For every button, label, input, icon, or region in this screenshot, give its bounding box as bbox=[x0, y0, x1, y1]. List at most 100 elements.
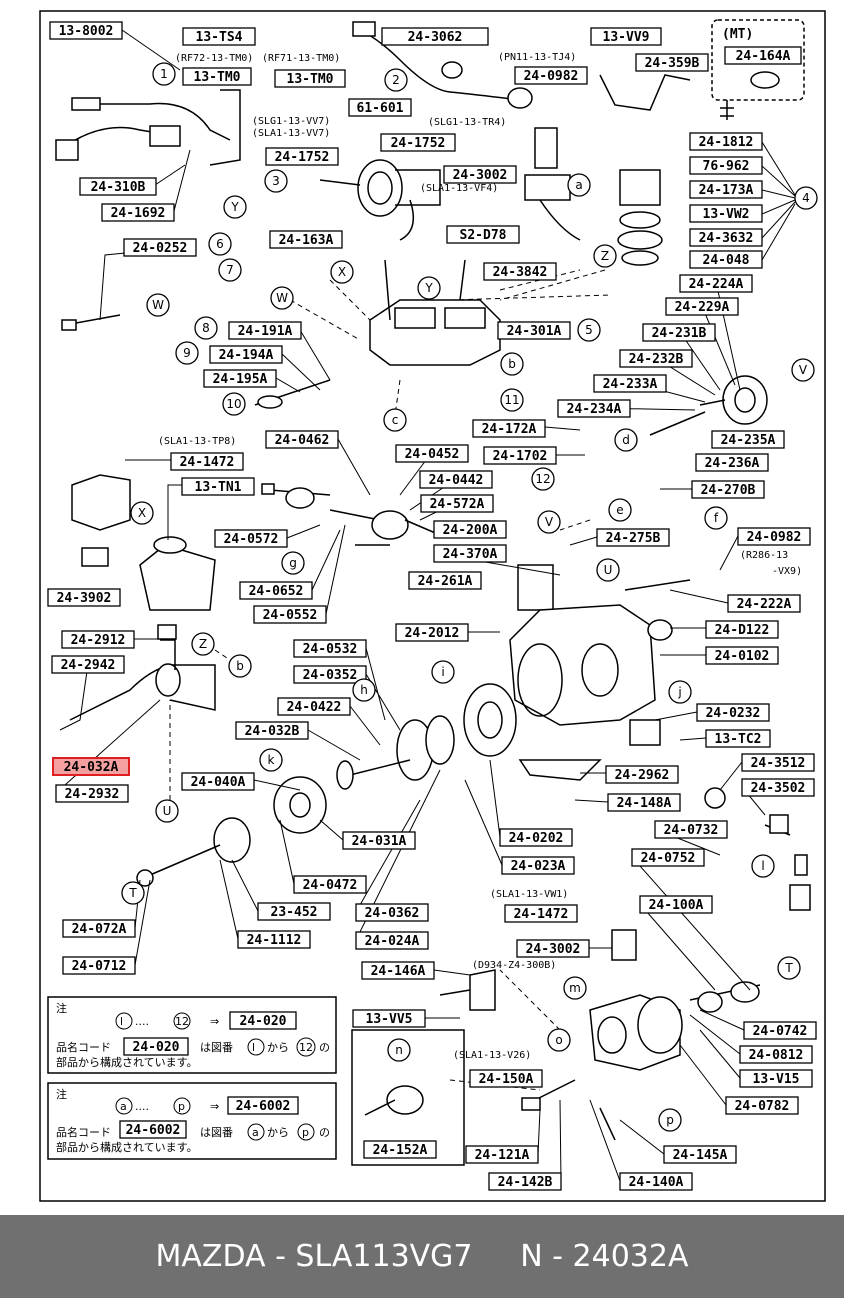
part-label[interactable]: 24-0202 bbox=[499, 828, 573, 847]
part-label[interactable]: 13-TN1 bbox=[181, 477, 255, 496]
part-label[interactable]: 24-0442 bbox=[419, 470, 493, 489]
part-label[interactable]: 24-2012 bbox=[395, 623, 469, 642]
part-label[interactable]: 24-310B bbox=[79, 177, 157, 196]
part-label[interactable]: 24-0982 bbox=[514, 66, 588, 85]
part-label[interactable]: 24-234A bbox=[557, 399, 631, 418]
part-label[interactable]: 24-024A bbox=[355, 931, 429, 950]
part-label[interactable]: 13-VV5 bbox=[352, 1009, 426, 1028]
part-label[interactable]: 24-191A bbox=[228, 321, 302, 340]
part-label[interactable]: 24-0232 bbox=[696, 703, 770, 722]
part-label[interactable]: 24-270B bbox=[691, 480, 765, 499]
part-label[interactable]: 24-0362 bbox=[355, 903, 429, 922]
part-label[interactable]: 24-172A bbox=[472, 419, 546, 438]
part-label[interactable]: 24-1812 bbox=[689, 132, 763, 151]
part-label[interactable]: 24-0572 bbox=[214, 529, 288, 548]
part-label[interactable]: 24-359B bbox=[635, 53, 709, 72]
part-label[interactable]: 24-032B bbox=[235, 721, 309, 740]
part-label[interactable]: 24-1472 bbox=[170, 452, 244, 471]
part-label[interactable]: 24-0742 bbox=[743, 1021, 817, 1040]
part-label[interactable]: 24-100A bbox=[639, 895, 713, 914]
part-label[interactable]: 24-3062 bbox=[381, 27, 489, 46]
part-label[interactable]: 24-0472 bbox=[293, 875, 367, 894]
part-label[interactable]: 24-020 bbox=[229, 1011, 297, 1030]
part-label[interactable]: 24-1692 bbox=[101, 203, 175, 222]
part-label[interactable]: 13-V15 bbox=[739, 1069, 813, 1088]
part-label[interactable]: 24-0252 bbox=[123, 238, 197, 257]
part-label[interactable]: 61-601 bbox=[348, 98, 412, 117]
part-label[interactable]: 24-301A bbox=[497, 321, 571, 340]
part-label[interactable]: 24-194A bbox=[209, 345, 283, 364]
part-label[interactable]: 24-1112 bbox=[237, 930, 311, 949]
part-label[interactable]: 24-2932 bbox=[55, 784, 129, 803]
part-label[interactable]: 23-452 bbox=[257, 902, 331, 921]
part-label[interactable]: 24-0812 bbox=[739, 1045, 813, 1064]
part-label[interactable]: 24-0982 bbox=[737, 527, 811, 546]
part-label[interactable]: 24-229A bbox=[665, 297, 739, 316]
part-label[interactable]: 24-200A bbox=[433, 520, 507, 539]
part-label[interactable]: 24-0462 bbox=[265, 430, 339, 449]
part-label[interactable]: 24-146A bbox=[361, 961, 435, 980]
part-label[interactable]: 24-3002 bbox=[516, 939, 590, 958]
part-label[interactable]: 13-TS4 bbox=[182, 27, 256, 46]
part-label[interactable]: 24-235A bbox=[711, 430, 785, 449]
part-label[interactable]: 24-3842 bbox=[483, 262, 557, 281]
part-label[interactable]: 24-0732 bbox=[654, 820, 728, 839]
highlighted-part-label[interactable]: 24-032A bbox=[52, 757, 130, 776]
part-label[interactable]: 24-232B bbox=[619, 349, 693, 368]
part-label[interactable]: 24-370A bbox=[433, 544, 507, 563]
part-label[interactable]: 24-3502 bbox=[741, 778, 815, 797]
part-label[interactable]: 24-0782 bbox=[725, 1096, 799, 1115]
part-label[interactable]: 24-1702 bbox=[483, 446, 557, 465]
part-label[interactable]: 24-148A bbox=[607, 793, 681, 812]
part-label[interactable]: 24-222A bbox=[727, 594, 801, 613]
part-label[interactable]: 24-040A bbox=[181, 772, 255, 791]
part-label[interactable]: 24-031A bbox=[342, 831, 416, 850]
part-label[interactable]: 24-048 bbox=[689, 250, 763, 269]
part-label[interactable]: 24-195A bbox=[203, 369, 277, 388]
part-label[interactable]: 24-0712 bbox=[62, 956, 136, 975]
part-label[interactable]: 24-1752 bbox=[265, 147, 339, 166]
part-label[interactable]: 76-962 bbox=[689, 156, 763, 175]
part-label[interactable]: 24-0422 bbox=[277, 697, 351, 716]
part-label[interactable]: 13-TM0 bbox=[182, 67, 252, 86]
part-label[interactable]: S2-D78 bbox=[446, 225, 520, 244]
part-label[interactable]: 24-233A bbox=[593, 374, 667, 393]
part-label[interactable]: 24-023A bbox=[501, 856, 575, 875]
part-label[interactable]: 13-TM0 bbox=[274, 69, 346, 88]
part-label[interactable]: 24-1752 bbox=[380, 133, 456, 152]
part-label[interactable]: 24-224A bbox=[679, 274, 753, 293]
part-label[interactable]: 24-3002 bbox=[443, 165, 517, 184]
part-label[interactable]: 13-VW2 bbox=[689, 204, 763, 223]
part-label[interactable]: 24-3632 bbox=[689, 228, 763, 247]
part-label[interactable]: 24-145A bbox=[663, 1145, 737, 1164]
part-label[interactable]: 24-261A bbox=[408, 571, 482, 590]
part-label[interactable]: 24-0352 bbox=[293, 665, 367, 684]
part-label[interactable]: 24-3902 bbox=[47, 588, 121, 607]
part-label[interactable]: 24-152A bbox=[363, 1140, 437, 1159]
part-label[interactable]: 24-163A bbox=[269, 230, 343, 249]
part-label[interactable]: 24-D122 bbox=[705, 620, 779, 639]
part-label[interactable]: 13-8002 bbox=[49, 21, 123, 40]
part-label[interactable]: 24-6002 bbox=[227, 1096, 299, 1115]
part-label[interactable]: 24-0752 bbox=[631, 848, 705, 867]
part-label[interactable]: 24-2912 bbox=[61, 630, 135, 649]
part-label[interactable]: 24-0532 bbox=[293, 639, 367, 658]
part-label[interactable]: 24-0452 bbox=[395, 444, 469, 463]
part-label[interactable]: 24-3512 bbox=[741, 753, 815, 772]
part-label[interactable]: 24-275B bbox=[596, 528, 670, 547]
part-label[interactable]: 24-142B bbox=[488, 1172, 562, 1191]
part-label[interactable]: 24-173A bbox=[689, 180, 763, 199]
part-label[interactable]: 24-164A bbox=[724, 46, 802, 65]
part-label[interactable]: 24-150A bbox=[469, 1069, 543, 1088]
part-label[interactable]: 24-0552 bbox=[253, 605, 327, 624]
part-label[interactable]: 24-140A bbox=[619, 1172, 693, 1191]
part-label[interactable]: 24-2962 bbox=[605, 765, 679, 784]
part-label[interactable]: 24-0102 bbox=[705, 646, 779, 665]
part-label[interactable]: 24-1472 bbox=[504, 904, 578, 923]
part-label[interactable]: 24-0652 bbox=[239, 581, 313, 600]
part-label[interactable]: 24-231B bbox=[642, 323, 716, 342]
part-label[interactable]: 13-TC2 bbox=[705, 729, 771, 748]
part-label[interactable]: 24-121A bbox=[465, 1145, 539, 1164]
part-label[interactable]: 24-236A bbox=[695, 453, 769, 472]
part-label[interactable]: 24-572A bbox=[420, 494, 494, 513]
